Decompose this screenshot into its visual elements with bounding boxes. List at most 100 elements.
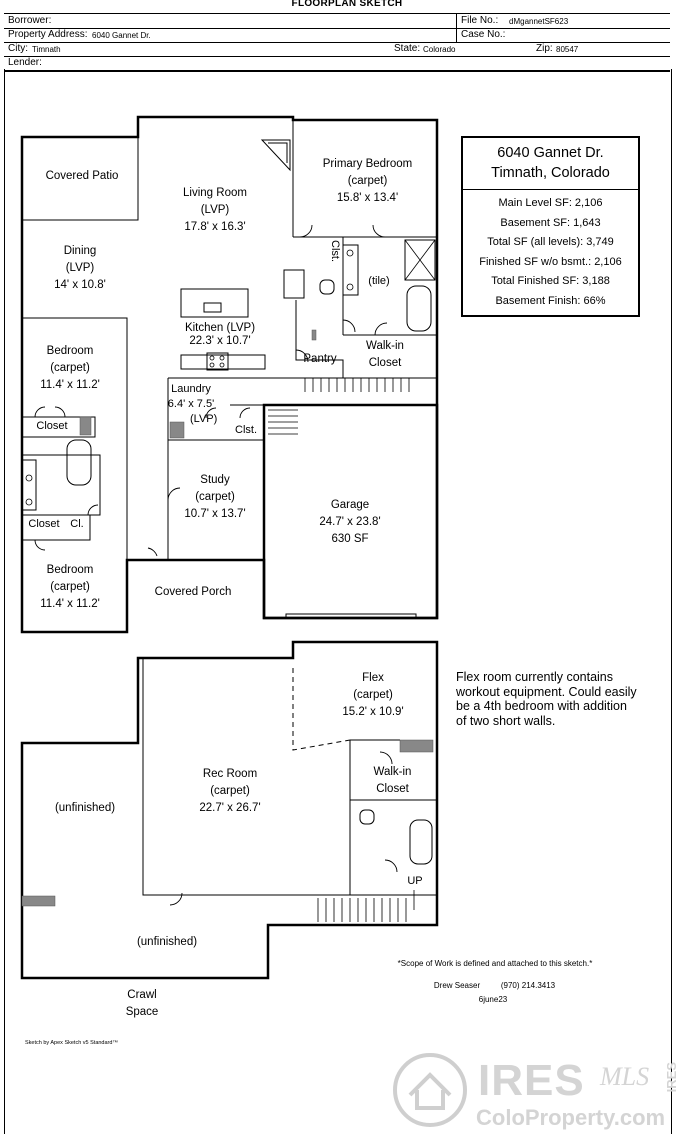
file-no-value: dMgannetSF623	[509, 17, 569, 26]
kitchen-sink-icon	[203, 302, 222, 313]
stairs-main	[268, 378, 410, 435]
sketch-date: 6june23	[478, 995, 508, 1004]
wall-accent	[79, 416, 92, 436]
city-value: Timnath	[32, 45, 61, 54]
wall-accent	[399, 739, 434, 753]
garage-label: Garage 24.7' x 23.8' 630 SF	[319, 499, 381, 545]
wall-pantry	[295, 300, 344, 378]
bedroom-lower-label: Bedroom (carpet) 11.4' x 11.2'	[40, 564, 100, 610]
property-address-label: Property Address:	[8, 29, 88, 40]
unfinished-bottom-label: (unfinished)	[136, 936, 198, 948]
software-credit: Sketch by Apex Sketch v5 Standard™	[25, 1040, 118, 1046]
tub-icon-primary	[406, 285, 432, 332]
kitchen-counter	[180, 354, 266, 370]
cl-closet-label: Cl.	[70, 518, 84, 530]
sketch-frame	[4, 69, 672, 1134]
kitchen-label: Kitchen (LVP) 22.3' x 10.7'	[184, 322, 256, 347]
walkin-closet-bsmt-label: Walk-in Closet	[373, 766, 412, 795]
walkin-closet-main-label: Walk-in Closet	[366, 340, 404, 369]
toilet-icon-bsmt	[359, 809, 375, 825]
unfinished-left-label: (unfinished)	[54, 802, 116, 814]
primary-bedroom-label: Primary Bedroom (carpet) 15.8' x 13.4'	[322, 158, 413, 204]
dining-label: Dining (LVP) 14' x 10.8'	[54, 245, 106, 291]
covered-patio-label: Covered Patio	[45, 170, 119, 182]
study-label: Study (carpet) 10.7' x 13.7'	[184, 474, 246, 520]
vanity-icon	[342, 244, 359, 296]
lender-label: Lender:	[8, 57, 42, 68]
ires-brand-text: IRES	[478, 1056, 585, 1105]
range-icon	[206, 352, 229, 371]
scope-note: *Scope of Work is defined and attached t…	[397, 959, 593, 968]
header-row-lender: Lender:	[4, 56, 670, 70]
living-room-label: Living Room (LVP) 17.8' x 16.3'	[183, 187, 247, 233]
wall-accent	[169, 421, 185, 439]
header-row-property: Property Address: 6040 Gannet Dr. Case N…	[4, 28, 670, 43]
city-label: City:	[8, 43, 28, 54]
coloproperty-text: ColoProperty.com	[476, 1105, 666, 1130]
header-row-borrower: Borrower: File No.: dMgannetSF623	[4, 14, 670, 29]
appraiser-name: Drew Seaser	[433, 981, 481, 990]
tile-label: (tile)	[368, 275, 390, 287]
stat-finished-wo-bsmt: Finished SF w/o bsmt.: 2,106	[479, 255, 622, 268]
stat-total-finished: Total Finished SF: 3,188	[491, 275, 610, 287]
stat-basement: Basement SF: 1,643	[500, 216, 601, 229]
wall-dining-bed	[22, 317, 128, 560]
fireplace-icon	[260, 139, 291, 172]
door-swings	[34, 224, 388, 557]
state-value: Colorado	[423, 45, 456, 54]
summary-address: 6040 Gannet Dr. Timnath, Colorado	[463, 138, 638, 190]
borrower-label: Borrower:	[8, 15, 52, 26]
ires-side-text: IRES	[664, 1062, 679, 1093]
header-form: Borrower: File No.: dMgannetSF623 Proper…	[4, 13, 670, 72]
garage-door	[285, 613, 417, 619]
wall-patio	[22, 137, 139, 221]
stat-basement-finish: Basement Finish: 66%	[495, 294, 606, 307]
up-label: UP	[407, 875, 423, 887]
wall-closet-lower	[22, 515, 91, 541]
tub-icon-bsmt	[409, 819, 433, 865]
sheet-title: FLOORPLAN SKETCH	[291, 0, 403, 9]
shower-icon	[404, 239, 436, 281]
lower-closet-label: Closet	[28, 518, 60, 530]
stat-main-level: Main Level SF: 2,106	[498, 197, 603, 209]
summary-stats: Main Level SF: 2,106 Basement SF: 1,643 …	[463, 194, 638, 311]
summary-box: 6040 Gannet Dr. Timnath, Colorado Main L…	[461, 136, 640, 317]
header-divider	[456, 14, 457, 42]
state-label: State:	[394, 43, 421, 54]
crawl-space-label: Crawl Space	[125, 989, 159, 1018]
wall-bed-closet	[22, 416, 96, 438]
bedroom-upper-label: Bedroom (carpet) 11.4' x 11.2'	[40, 345, 100, 391]
case-no-label: Case No.:	[461, 29, 506, 40]
primary-closet-label: Clst.	[329, 240, 341, 262]
flex-label: Flex (carpet) 15.2' x 10.9'	[342, 672, 404, 718]
rec-room-label: Rec Room (carpet) 22.7' x 26.7'	[199, 768, 261, 814]
laundry-closet-label: Clst.	[235, 424, 257, 436]
bedroom-closet-label: Closet	[36, 420, 68, 432]
wall-accent	[311, 329, 317, 341]
header-row-city: City: Timnath State: Colorado Zip: 80547	[4, 42, 670, 57]
pantry-label: Pantry	[303, 353, 337, 365]
vanity-icon-bedroom	[21, 459, 37, 511]
watermark-graphic	[393, 1053, 467, 1127]
appraiser-phone: (970) 214.3413	[500, 981, 556, 990]
ires-logo-icon	[393, 1053, 467, 1127]
wall-accent	[21, 895, 56, 907]
basement-outline	[20, 640, 439, 980]
wall-flex-dash	[292, 668, 351, 751]
stairs-bsmt	[317, 890, 415, 922]
wall-rec-unfinished	[142, 658, 437, 896]
tub-icon-bedroom	[66, 439, 92, 486]
zip-label: Zip:	[536, 43, 553, 54]
file-no-label: File No.:	[461, 15, 499, 26]
property-address-value: 6040 Gannet Dr.	[92, 31, 151, 40]
toilet-icon-primary	[319, 279, 335, 295]
ires-watermark: IRES MLS ColoProperty.com IRES	[390, 1050, 690, 1141]
wall-bath-left	[22, 454, 101, 516]
kitchen-island	[180, 288, 249, 318]
zip-value: 80547	[556, 45, 579, 54]
ires-mls-text: MLS	[600, 1062, 650, 1091]
covered-porch-label: Covered Porch	[154, 586, 232, 598]
flex-note: Flex room currently contains workout equ…	[456, 670, 637, 728]
fridge-icon	[283, 269, 305, 299]
